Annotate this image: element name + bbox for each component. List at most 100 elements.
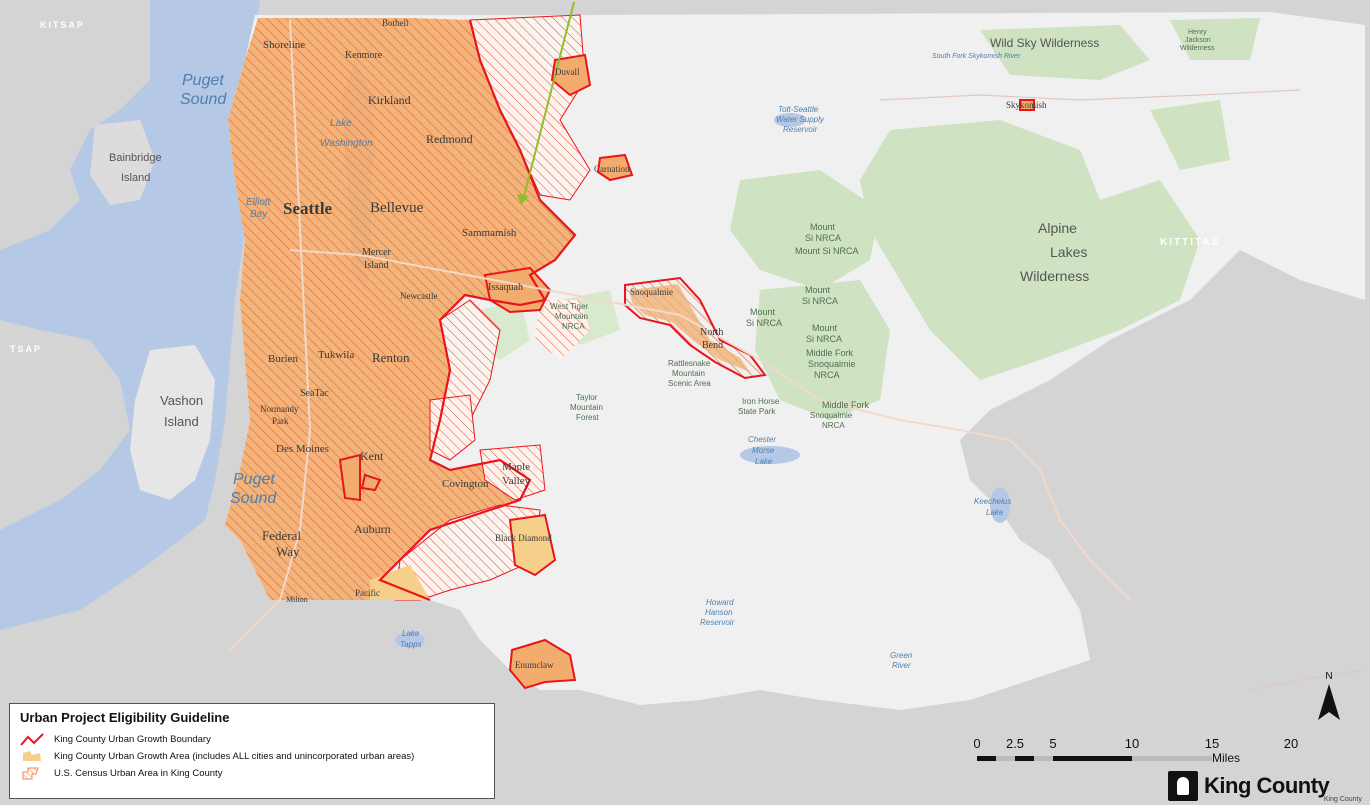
label-enumclaw: Enumclaw (515, 660, 554, 670)
legend-item-boundary: King County Urban Growth Boundary (20, 731, 484, 748)
label-vashon: Island (164, 414, 199, 429)
tan-fill-icon (23, 751, 41, 761)
urban-growth-area-skykomish (1019, 99, 1035, 111)
logo-small-text: King County (1323, 796, 1362, 803)
scale-segment (996, 756, 1015, 761)
label-covington: Covington (442, 478, 489, 490)
forest-patch (860, 120, 1200, 380)
annotation-pointer-head (517, 194, 529, 205)
urban-growth-boundary (338, 453, 382, 502)
label-pacific: Pacific (355, 588, 380, 598)
tolt-reservoir (774, 113, 806, 127)
label-seatac: SeaTac (300, 388, 329, 399)
legend-label: King County Urban Growth Boundary (54, 734, 211, 745)
label-green-river: Green (890, 651, 913, 660)
scale-segment (1015, 756, 1034, 761)
legend-title: Urban Project Eligibility Guideline (20, 710, 230, 725)
keechelus-lake (990, 487, 1010, 523)
label-alpine-lakes: Alpine (1038, 220, 1077, 236)
scale-segment (1132, 756, 1212, 761)
label-mount-si: Mount (810, 222, 836, 232)
census-urban-hatch (479, 444, 546, 501)
label-chester-morse: Chester (748, 435, 776, 444)
label-rattlesnake: Rattlesnake (668, 359, 711, 368)
lake-tapps (395, 632, 425, 648)
annotation-pointer (522, 1, 575, 201)
label-rattlesnake: Mountain (672, 369, 705, 378)
label-alpine-lakes: Lakes (1050, 244, 1087, 260)
king-county-logo-icon (1168, 771, 1198, 801)
king-county-logo: King County King County (1168, 768, 1368, 804)
label-redmond: Redmond (426, 132, 473, 146)
label-carnation: Carnation (594, 164, 630, 174)
label-tukwila: Tukwila (318, 349, 354, 361)
label-mercer-island: Island (364, 260, 388, 271)
scale-tick: 20 (1283, 736, 1299, 751)
label-north-bend: Bend (702, 340, 723, 351)
label-alpine-lakes: Wilderness (1020, 268, 1089, 284)
scale-segment (977, 756, 996, 761)
label-skykomish: Skykomish (1006, 100, 1047, 110)
label-middle-fork: Snoqualmie (810, 411, 853, 420)
label-puget-sound-south: Sound (230, 490, 277, 507)
label-shoreline: Shoreline (263, 39, 305, 51)
label-normandy-park: Normandy (260, 404, 299, 414)
label-seattle: Seattle (283, 199, 333, 218)
label-vashon: Vashon (160, 393, 203, 408)
urban-growth-area-enumclaw (508, 638, 577, 690)
label-burien: Burien (268, 353, 298, 365)
legend-item-uga: King County Urban Growth Area (includes … (20, 748, 484, 765)
label-wild-sky: Wild Sky Wilderness (990, 36, 1099, 50)
label-mount-si: Si NRCA (746, 318, 782, 328)
label-lake-tapps: Lake (402, 629, 420, 638)
orange-hatch-icon (22, 767, 39, 780)
urban-growth-area-carnation (596, 153, 634, 182)
label-mount-si: Mount Si NRCA (795, 246, 859, 256)
label-mount-si: Mount (812, 323, 838, 333)
label-issaquah: Issaquah (488, 282, 523, 293)
scale-unit: Miles (1212, 751, 1241, 765)
label-maple-valley: Valley (502, 475, 531, 487)
label-middle-fork: Snoqualmie (808, 359, 856, 369)
label-howard-hanson: Hanson (705, 608, 733, 617)
north-arrow: N (1316, 671, 1342, 731)
label-north-bend: North (700, 327, 723, 338)
highway-i90 (289, 249, 1131, 601)
label-keechelus: Lake (986, 508, 1004, 517)
label-howard-hanson: Howard (706, 598, 734, 607)
label-puget-sound-south: Puget (233, 471, 275, 488)
label-middle-fork: NRCA (822, 421, 845, 430)
red-line-icon (20, 733, 44, 746)
label-kitsap: KITSAP (40, 20, 85, 30)
label-kittitas: KITTITAS (1160, 237, 1220, 248)
label-mount-si: Mount (750, 307, 776, 317)
label-lake-washington: Washington (320, 138, 373, 149)
label-bainbridge: Bainbridge (109, 152, 162, 164)
chester-morse-lake (740, 446, 800, 464)
label-federal-way: Federal (262, 528, 301, 543)
vashon-island (130, 345, 215, 500)
label-henry-jackson: Wilderness (1180, 45, 1215, 52)
label-bothell: Bothell (382, 18, 409, 28)
scale-segment (1053, 756, 1132, 761)
scale-tick: 15 (1204, 736, 1220, 751)
label-middle-fork: Middle Fork (806, 348, 854, 358)
label-chester-morse: Lake (755, 457, 773, 466)
label-kitsap-2: TSAP (10, 344, 42, 354)
label-kirkland: Kirkland (368, 93, 411, 107)
label-taylor-mountain: Mountain (570, 403, 603, 412)
label-black-diamond: Black Diamond (495, 533, 552, 543)
forest-patch (980, 25, 1150, 80)
scale-tick: 10 (1124, 736, 1140, 751)
urban-growth-area-snoqualmie-fill (630, 284, 750, 372)
label-henry-jackson: Henry (1188, 29, 1207, 36)
map-legend: Urban Project Eligibility Guideline King… (9, 703, 495, 799)
label-puget-sound: Sound (180, 91, 227, 108)
census-urban-hatch (225, 18, 575, 600)
urban-growth-area-duvall (550, 53, 592, 97)
label-lake-tapps: Tapps (400, 640, 422, 649)
label-middle-fork: NRCA (814, 370, 840, 380)
label-henry-jackson: Jackson (1185, 37, 1211, 44)
label-normandy-park: Park (272, 416, 289, 426)
